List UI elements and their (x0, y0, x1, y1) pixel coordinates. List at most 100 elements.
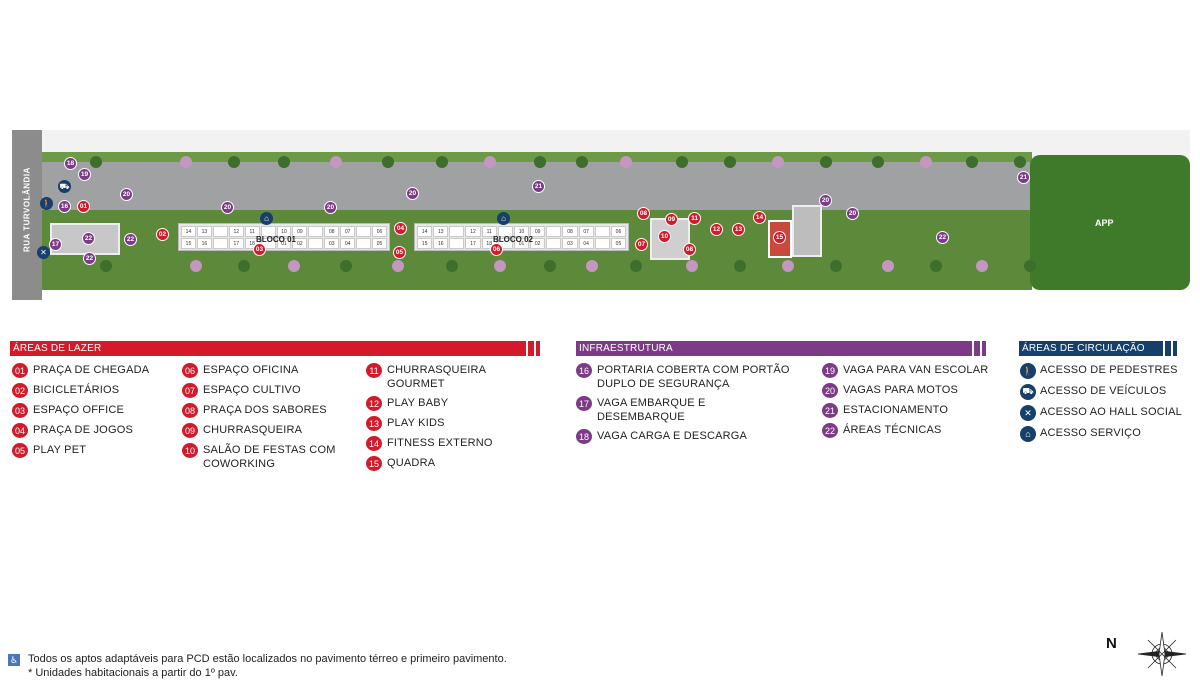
tree-icon (872, 156, 884, 168)
unit-cell (212, 226, 228, 237)
tree-icon (446, 260, 458, 272)
tree-icon (534, 156, 546, 168)
compass-rose: N (1106, 631, 1187, 677)
legend-number: 18 (576, 429, 592, 444)
unit-cell (594, 238, 610, 249)
legend-item: 🚶ACESSO DE PEDESTRES (1020, 363, 1190, 379)
unit-cell: 17 (465, 238, 481, 249)
unit-cell: 05 (610, 238, 627, 249)
service-icon: ⌂ (1020, 426, 1036, 442)
legend-label: PRAÇA DOS SABORES (203, 404, 327, 416)
tree-icon (882, 260, 894, 272)
unit-cell: 02 (292, 238, 308, 249)
car-icon: ⛟ (1020, 384, 1036, 400)
unit-cell: 13 (433, 226, 449, 237)
tree-icon (544, 260, 556, 272)
legend-number: 04 (12, 423, 28, 438)
circulation-title: ÁREAS DE CIRCULAÇÃO (1022, 343, 1145, 354)
map-marker: 08 (683, 243, 696, 256)
compass-star-icon (1137, 631, 1187, 677)
legend-number: 12 (366, 396, 382, 411)
legend-item: ⛟ACESSO DE VEÍCULOS (1020, 384, 1190, 400)
map-marker: 14 (753, 211, 766, 224)
legend-number: 07 (182, 383, 198, 398)
map-marker: 06 (490, 243, 503, 256)
unit-cell (449, 226, 465, 237)
map-marker: 22 (124, 233, 137, 246)
tree-icon (830, 260, 842, 272)
map-marker: 20 (221, 201, 234, 214)
unit-cell (356, 226, 372, 237)
tree-icon (238, 260, 250, 272)
map-marker: 20 (819, 194, 832, 207)
legend-label: ESPAÇO CULTIVO (203, 384, 301, 396)
map-marker: 08 (637, 207, 650, 220)
map-marker: 21 (532, 180, 545, 193)
unit-cell: 15 (181, 238, 196, 249)
service-access-icon: ⌂ (260, 212, 273, 225)
unit-cell: 03 (324, 238, 340, 249)
tree-icon (820, 156, 832, 168)
tree-icon (772, 156, 784, 168)
map-marker: 20 (846, 207, 859, 220)
legend-item: ⌂ACESSO SERVIÇO (1020, 426, 1190, 442)
unit-cell (449, 238, 465, 249)
tree-icon (484, 156, 496, 168)
unit-cell: 16 (433, 238, 449, 249)
pedestrian-icon: 🚶 (1020, 363, 1036, 379)
unit-cell (260, 226, 276, 237)
tree-icon (392, 260, 404, 272)
tree-icon (180, 156, 192, 168)
legend-label: CHURRASQUEIRA (203, 424, 303, 436)
legend-label: PLAY KIDS (387, 417, 445, 429)
legend-number: 21 (822, 403, 838, 418)
tree-icon (100, 260, 112, 272)
compass-north-label: N (1106, 635, 1117, 652)
unit-cell (308, 226, 324, 237)
tree-icon (1014, 156, 1026, 168)
legend-label: VAGA PARA VAN ESCOLAR (843, 364, 989, 376)
unit-cell (594, 226, 610, 237)
unit-cell: 01 (276, 238, 292, 249)
tree-icon (976, 260, 988, 272)
legend-label: ÁREAS TÉCNICAS (843, 424, 942, 436)
map-marker: 20 (406, 187, 419, 200)
tree-icon (382, 156, 394, 168)
tree-icon (278, 156, 290, 168)
map-marker: 19 (78, 168, 91, 181)
unit-cell: 06 (610, 226, 627, 237)
unit-cell: 04 (340, 238, 356, 249)
tree-icon (190, 260, 202, 272)
map-marker: 01 (77, 200, 90, 213)
legend-number: 09 (182, 423, 198, 438)
legend-label: ESPAÇO OFFICE (33, 404, 125, 416)
map-marker: 05 (393, 246, 406, 259)
tree-icon (330, 156, 342, 168)
unit-cell: 10 (276, 226, 292, 237)
map-marker: 07 (635, 238, 648, 251)
legend-number: 05 (12, 443, 28, 458)
map-marker: 12 (710, 223, 723, 236)
unit-cell (308, 238, 324, 249)
tree-icon (586, 260, 598, 272)
legend-number: 22 (822, 423, 838, 438)
legend-number: 06 (182, 363, 198, 378)
unit-cell: 12 (465, 226, 481, 237)
map-marker: 13 (732, 223, 745, 236)
legend-item: 07 ESPAÇO CULTIVO (182, 383, 362, 398)
unit-cell: 07 (340, 226, 356, 237)
tree-icon (288, 260, 300, 272)
legend-item: 09 CHURRASQUEIRA (182, 423, 362, 438)
